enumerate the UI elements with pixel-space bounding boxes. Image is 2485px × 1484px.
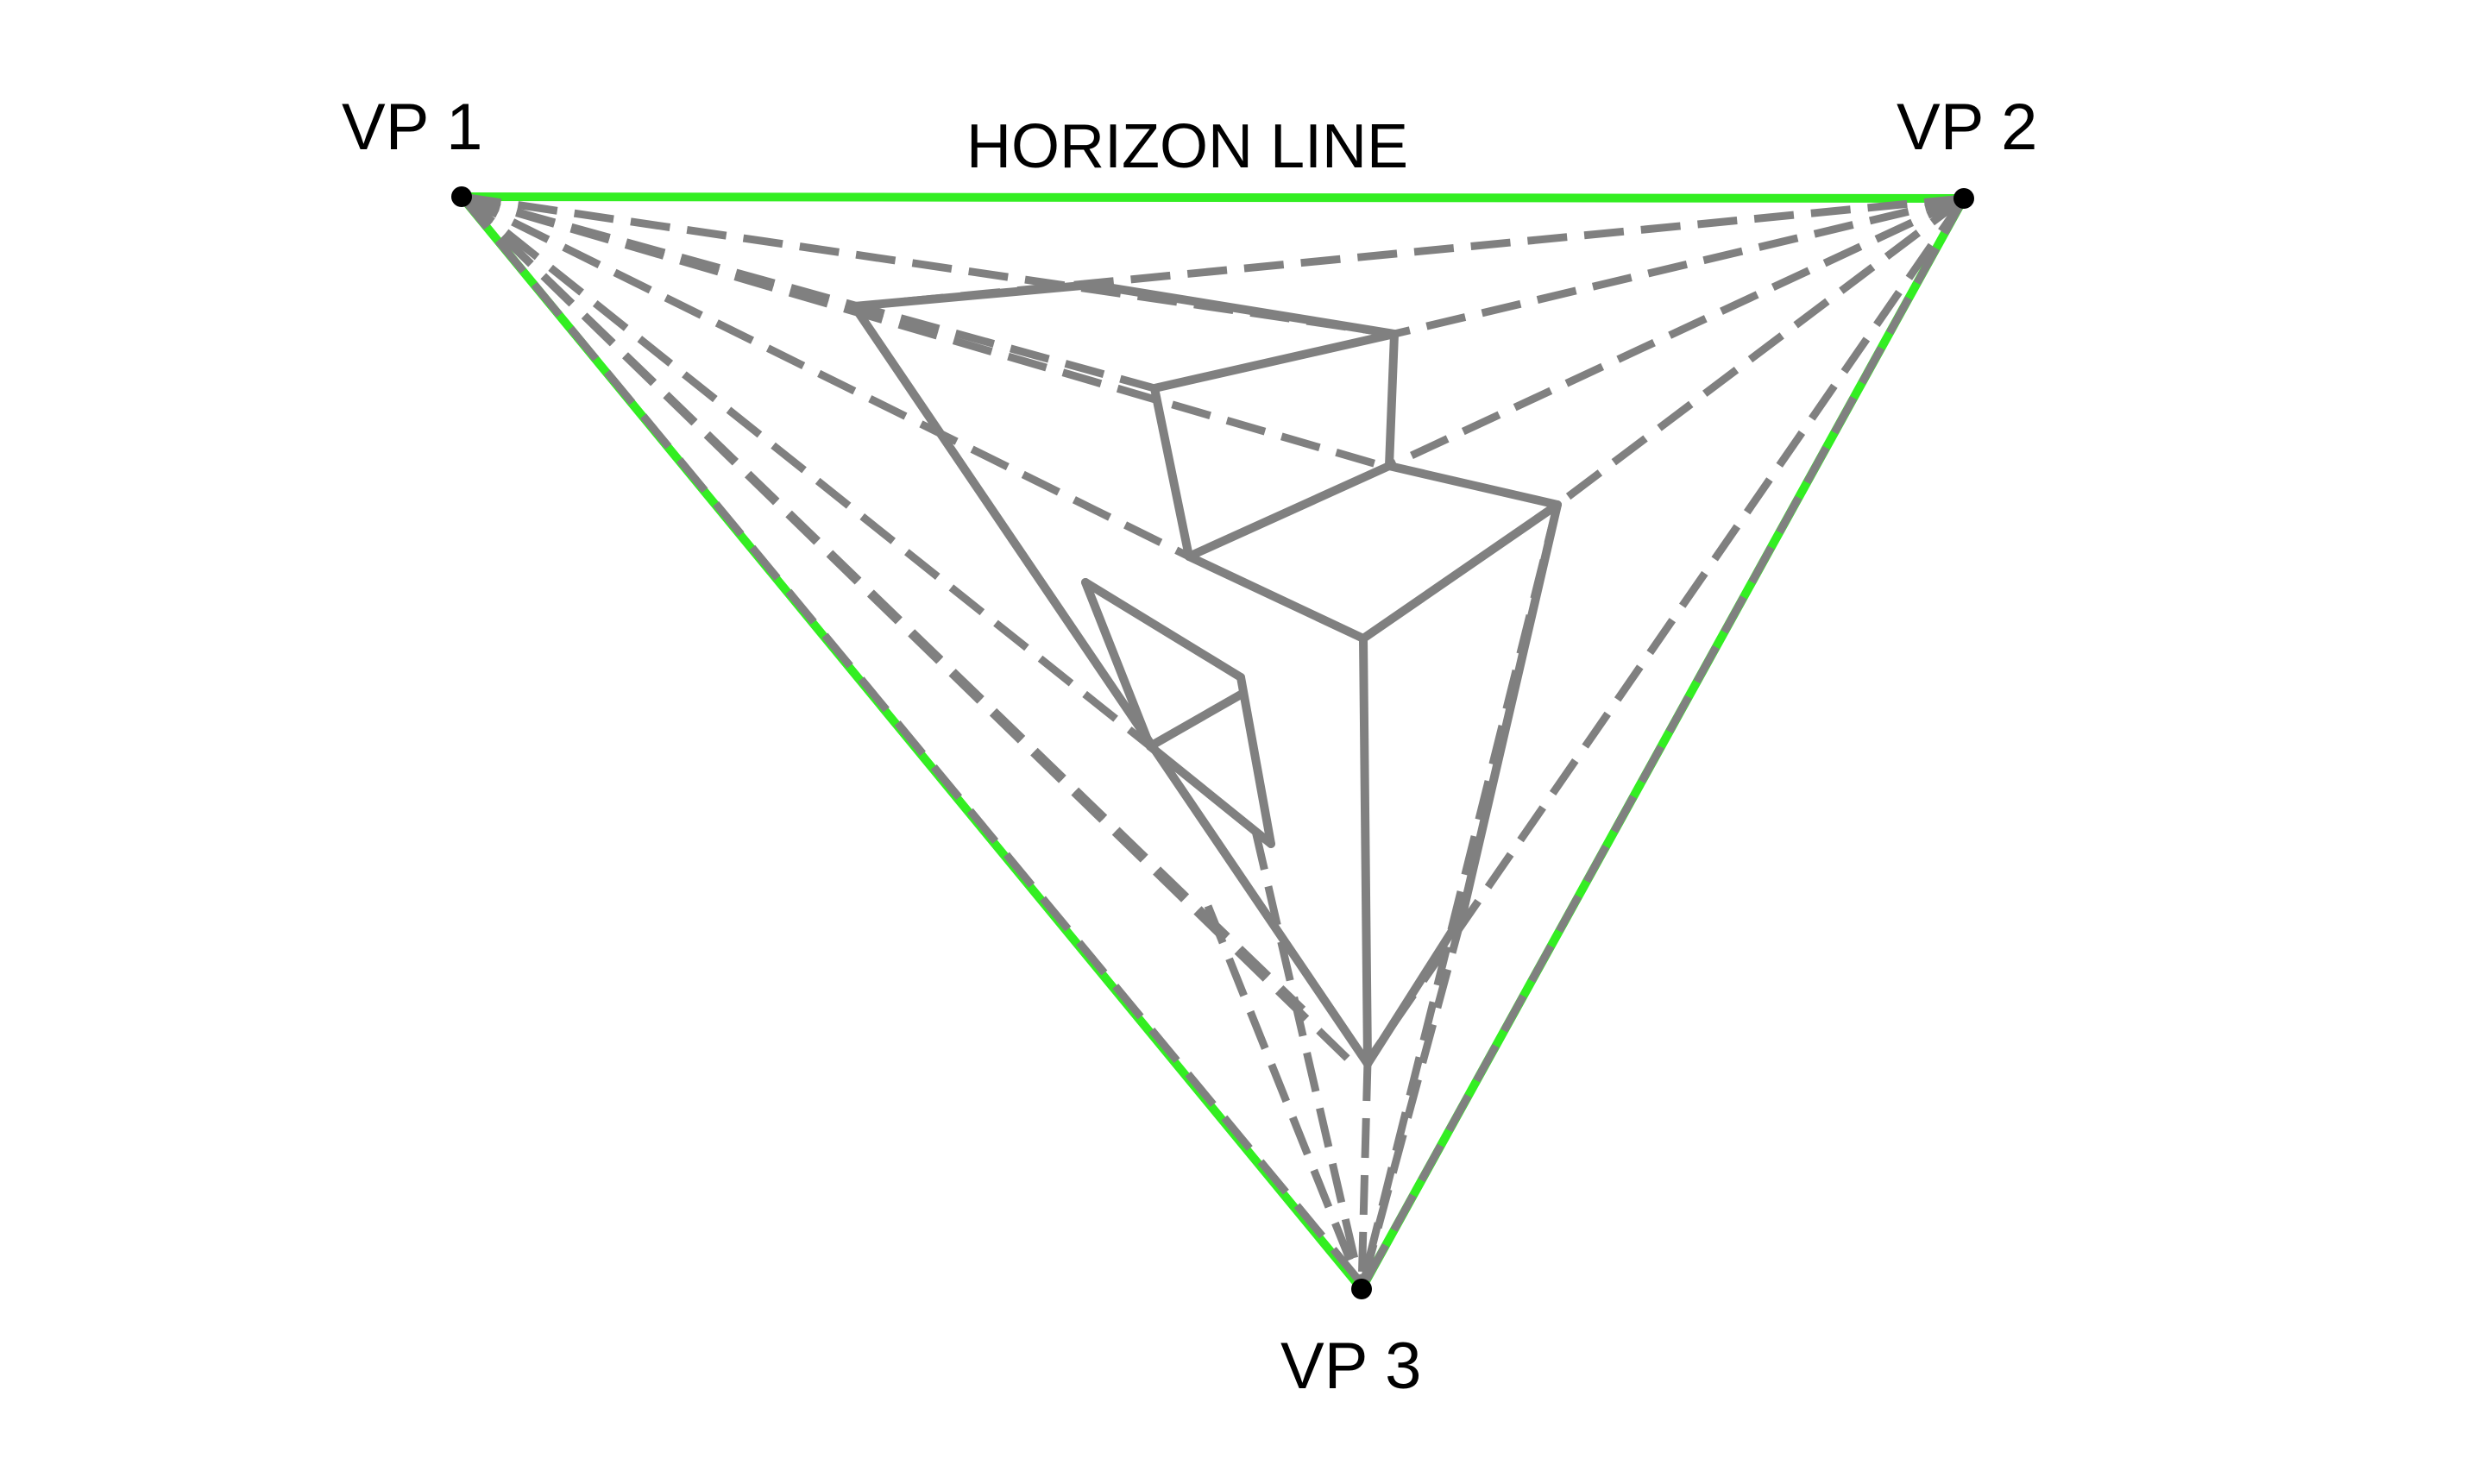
guide-lines (457, 192, 1968, 1293)
vp1-dot (451, 186, 472, 207)
edge-lower-step-front-left (1185, 552, 1368, 643)
vp2-dash-4 (1555, 195, 1966, 508)
vp1-dash-7 (458, 193, 1306, 1013)
vp1-dash-1 (461, 192, 1395, 338)
edge-notch-left (1081, 578, 1154, 751)
edge-lower-step-right (1385, 462, 1562, 509)
vp2-dash-2 (1393, 194, 1966, 338)
edge-top-left (850, 280, 1096, 311)
edge-upper-step-right (1385, 330, 1399, 470)
edge-lower-step-front-right (1359, 500, 1562, 643)
dashed-construction-lines (458, 192, 1967, 1291)
vp2-dot (1953, 188, 1974, 209)
edge-notch-right (1236, 673, 1275, 848)
edge-upper-step-left (1150, 384, 1193, 561)
horizon-line (457, 192, 1968, 203)
edge-notch-inner (1146, 690, 1245, 751)
edge-left-long (850, 302, 1372, 1068)
horizon-line-label: HORIZON LINE (966, 112, 1409, 181)
vp3-dash-1 (1251, 829, 1366, 1291)
vanishing-points (451, 186, 1974, 1299)
vp1-dash-4 (460, 192, 1194, 563)
edge-front-vertical (1359, 634, 1372, 1068)
vp2-dash-6 (1360, 196, 1967, 1288)
edge-lower-step-left (1185, 462, 1393, 561)
edge-upper-step-front (1150, 330, 1399, 393)
edge-bottom-right (1363, 910, 1467, 1068)
object-edges (850, 280, 1562, 1068)
vp3-label: VP 3 (1280, 1330, 1422, 1403)
vp1-label: VP 1 (342, 91, 483, 164)
edge-notch-top (1081, 578, 1245, 682)
vp3-dash-5 (1204, 904, 1366, 1291)
vp3-dot (1351, 1279, 1372, 1299)
vp1-dash-3 (460, 192, 1390, 472)
edge-notch-bottom (1146, 742, 1275, 848)
vp2-dash-5 (1364, 196, 1967, 1064)
edge-right-vertical (1458, 500, 1562, 919)
vp1-dash-8 (458, 194, 1367, 1288)
edge-top-right (1087, 280, 1399, 338)
vp1-dash-5 (459, 193, 1153, 750)
vp2-dash-3 (1387, 194, 1966, 470)
vp3-dash-2 (1357, 1060, 1372, 1290)
vp2-label: VP 2 (1897, 91, 2038, 164)
